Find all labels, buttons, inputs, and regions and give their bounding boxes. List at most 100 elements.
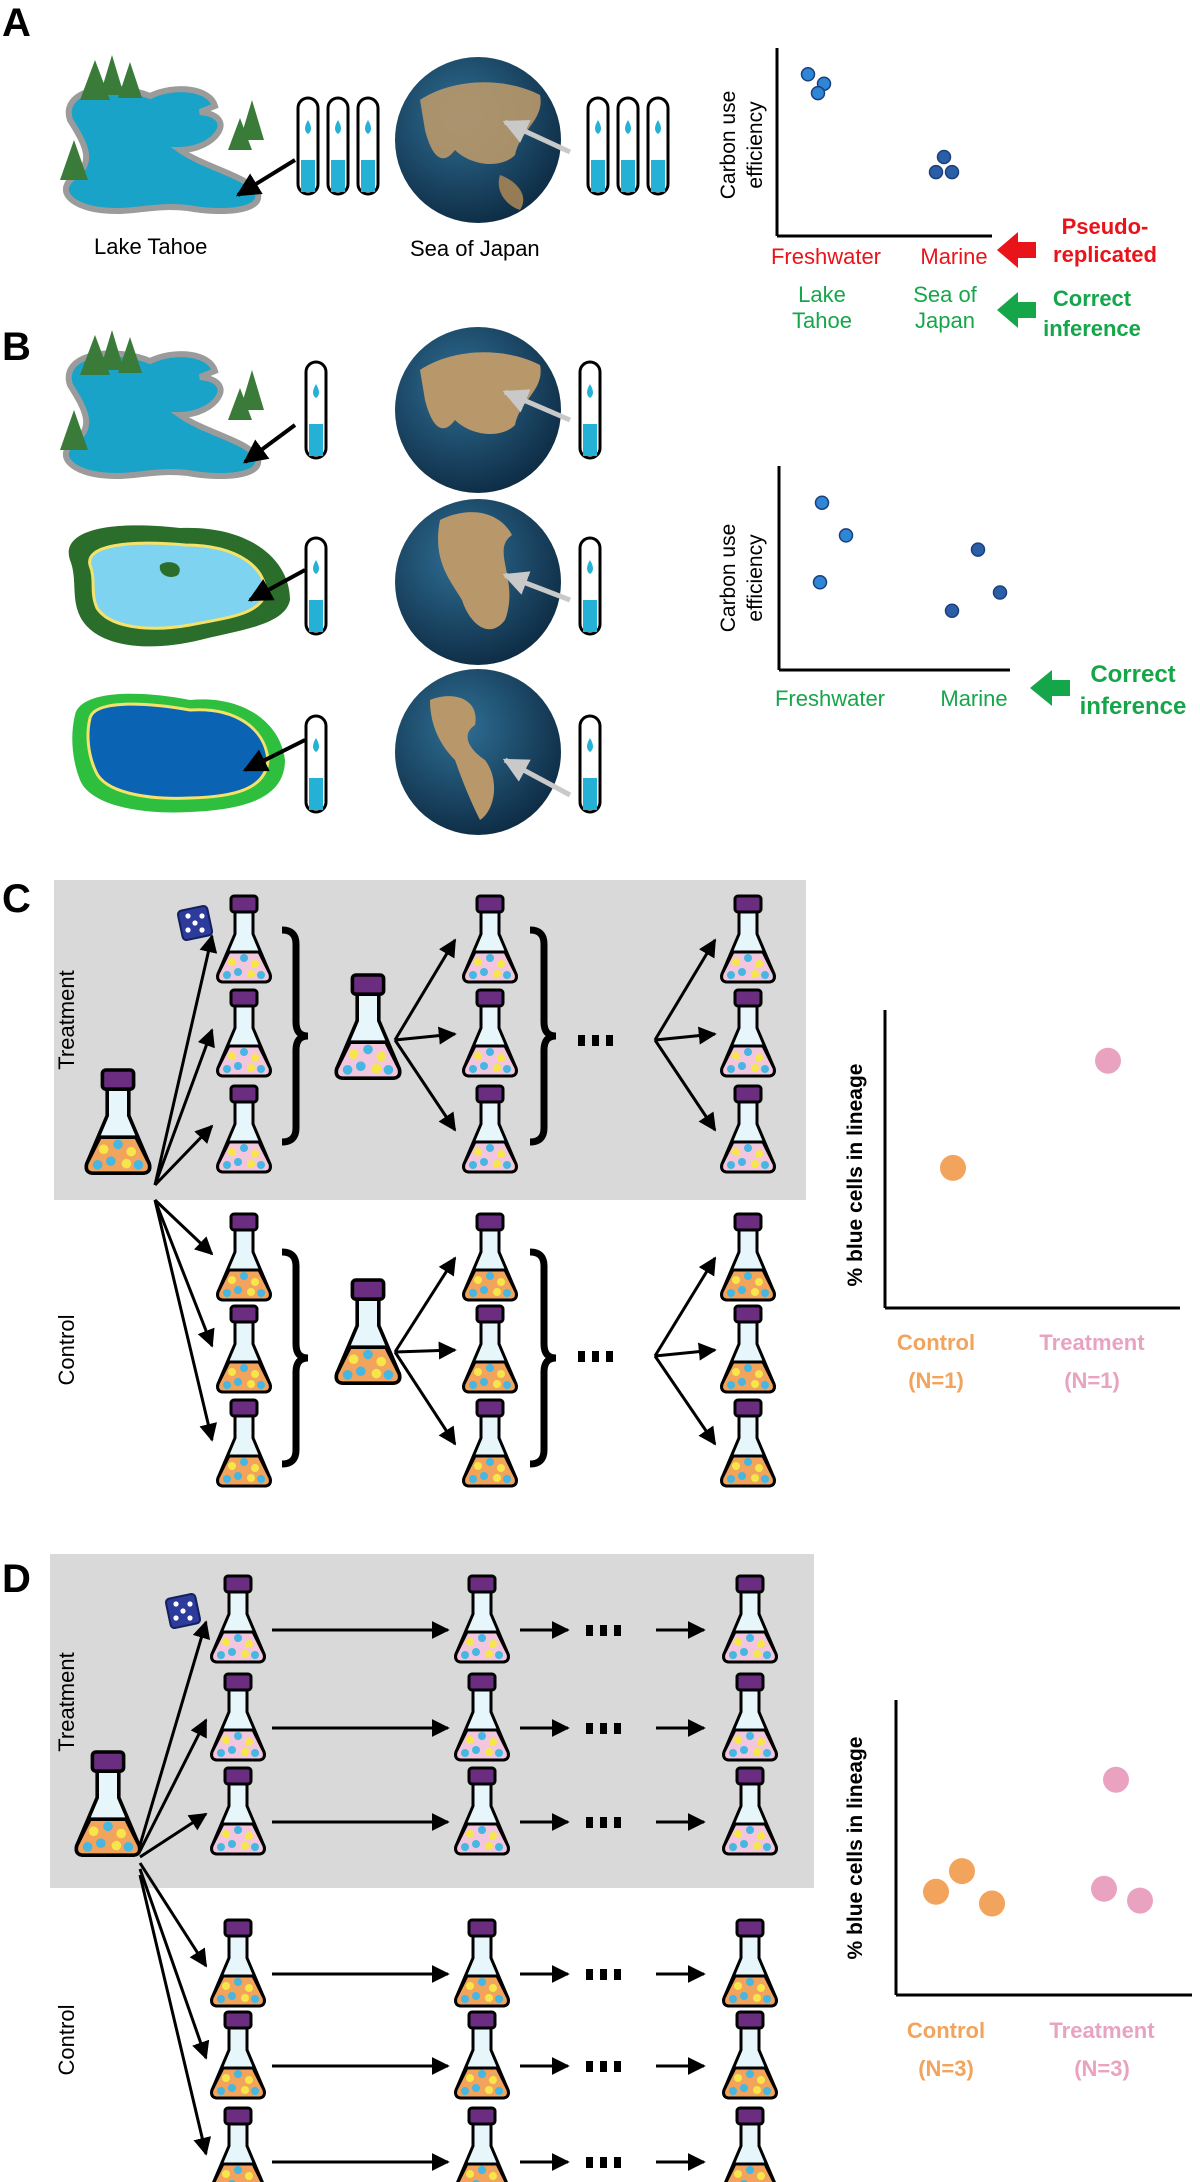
- ellipsis-dot: [614, 1817, 621, 1828]
- lake-tahoe-line2: Tahoe: [792, 308, 852, 333]
- flask-icon: [334, 973, 402, 1081]
- lake-tahoe-line1: Lake: [798, 282, 846, 307]
- ellipsis-dot: [600, 1625, 607, 1636]
- data-point: [923, 1878, 949, 1905]
- chart-b: Carbon use efficiency Freshwater Marine …: [717, 466, 1186, 720]
- chart-b-x-freshwater: Freshwater: [775, 686, 885, 711]
- chart-c-ylabel: % blue cells in lineage: [844, 1064, 867, 1287]
- data-point: [944, 164, 960, 180]
- flask-icon: [722, 2010, 778, 2100]
- panel-label-d: D: [2, 1557, 31, 1601]
- test-tube-icon: [304, 360, 328, 460]
- test-tube-icon: [616, 96, 640, 196]
- flask-icon: [210, 1672, 266, 1762]
- flask-icon: [462, 1398, 518, 1488]
- data-point: [992, 585, 1008, 600]
- control-label: Control: [54, 1315, 79, 1386]
- chart-d-x-treatment: Treatment: [1049, 2018, 1155, 2043]
- flask-icon: [216, 988, 272, 1078]
- ellipsis-dot: [600, 1723, 607, 1734]
- lake-tahoe-icon: [60, 55, 297, 215]
- flask-icon: [216, 1084, 272, 1174]
- chart-a-x-marine: Marine: [920, 244, 987, 269]
- arrow: [654, 1342, 717, 1361]
- arrow: [153, 1199, 218, 1442]
- flask-icon: [720, 894, 776, 984]
- ellipsis-dot: [600, 2061, 607, 2072]
- flask-icon: [722, 1918, 778, 2008]
- data-point: [936, 149, 952, 165]
- flask-icon: [210, 1574, 266, 1664]
- chart-a-ylabel-line2: efficiency: [744, 101, 767, 189]
- ellipsis-dot: [606, 1351, 613, 1362]
- arrow: [138, 1620, 211, 1846]
- brace: [281, 1248, 309, 1468]
- flask-icon: [210, 1766, 266, 1856]
- correct-inference-line2: inference: [1080, 693, 1187, 720]
- brace: [281, 926, 309, 1146]
- wetland-pond-icon: [68, 525, 306, 647]
- chart-a-x-freshwater: Freshwater: [771, 244, 881, 269]
- ellipsis-dot: [586, 1969, 593, 1980]
- correct-inference-line1: Correct: [1053, 286, 1132, 311]
- flask-icon: [722, 1672, 778, 1762]
- ellipsis-dot: [578, 1351, 585, 1362]
- arrow: [653, 1256, 717, 1357]
- panel-label-a: A: [2, 1, 31, 45]
- sea-of-japan-line1: Sea of: [913, 282, 977, 307]
- data-point: [800, 67, 816, 82]
- chart-c: % blue cells in lineage Control (N=1) Tr…: [844, 1010, 1180, 1393]
- flask-icon: [462, 1212, 518, 1302]
- data-point: [979, 1890, 1005, 1917]
- panel-d: D Treatment Control % blue cells in line…: [2, 1554, 1192, 2182]
- flask-icon: [462, 1084, 518, 1174]
- ellipsis-dot: [586, 2157, 593, 2168]
- red-arrow-icon: [997, 232, 1036, 268]
- sea-of-japan-line2: Japan: [915, 308, 975, 333]
- flask-icon: [720, 1304, 776, 1394]
- flask-icon: [334, 1278, 402, 1386]
- ellipsis-dot: [614, 1969, 621, 1980]
- treatment-label: Treatment: [54, 1652, 79, 1751]
- arrow: [153, 1028, 215, 1186]
- brace: [529, 1248, 557, 1468]
- arrow: [653, 1355, 717, 1446]
- source-flask-icon: [74, 1750, 142, 1858]
- flask-icon: [720, 1398, 776, 1488]
- chart-a: Carbon use efficiency Freshwater Marine …: [717, 48, 1157, 341]
- test-tube-icon: [326, 96, 350, 196]
- ellipsis-dot: [592, 1351, 599, 1362]
- chart-d-ylabel: % blue cells in lineage: [844, 1737, 867, 1960]
- arrow: [153, 1198, 214, 1256]
- correct-inference-line1: Correct: [1090, 661, 1175, 688]
- pine-tree-icon: [60, 330, 264, 450]
- lake-icon: [60, 330, 297, 480]
- panel-b: B: [2, 325, 1186, 835]
- arrow: [153, 1199, 215, 1348]
- ellipsis-dot: [600, 1969, 607, 1980]
- earth-globe-icon: [395, 669, 572, 835]
- panel-c: C Treatment Control % blue cells in line…: [2, 877, 1180, 1488]
- arrow: [153, 1124, 214, 1187]
- test-tube-icon: [586, 96, 610, 196]
- ellipsis-dot: [600, 2157, 607, 2168]
- ellipsis-dot: [606, 1035, 613, 1046]
- control-label: Control: [54, 2005, 79, 2076]
- ellipsis-dot: [586, 1723, 593, 1734]
- data-point: [814, 495, 830, 510]
- chart-c-x-treatment-n: (N=1): [1064, 1368, 1120, 1393]
- flask-icon: [454, 1672, 510, 1762]
- arrow: [153, 934, 218, 1186]
- arrow: [394, 1026, 457, 1045]
- arrow: [138, 1862, 208, 1968]
- test-tube-icon: [578, 714, 602, 814]
- flask-icon: [720, 1084, 776, 1174]
- data-point: [838, 528, 854, 543]
- chart-b-x-marine: Marine: [940, 686, 1007, 711]
- arrow: [138, 1868, 210, 2060]
- test-tube-icon: [646, 96, 670, 196]
- arrow: [393, 938, 457, 1041]
- pine-tree-icon: [60, 55, 264, 180]
- correct-inference-line2: inference: [1043, 316, 1141, 341]
- flask-icon: [454, 1574, 510, 1664]
